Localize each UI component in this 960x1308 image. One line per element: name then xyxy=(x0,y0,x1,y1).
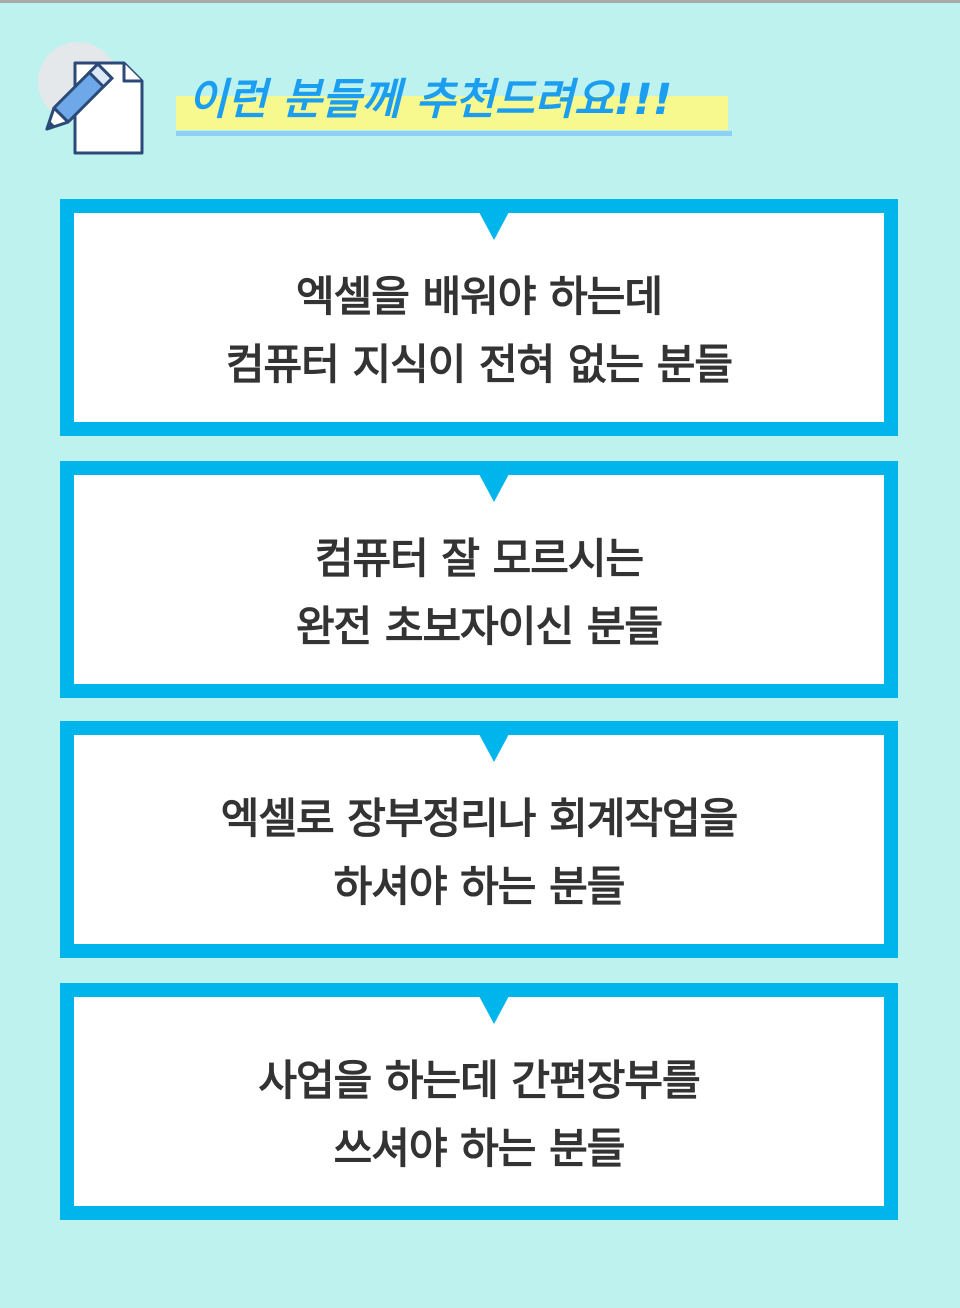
recommendation-card-2: 컴퓨터 잘 모르시는 완전 초보자이신 분들 xyxy=(60,461,898,698)
section-heading: 이런 분들께 추천드려요!!! xyxy=(176,68,732,140)
card-line-2: 완전 초보자이신 분들 xyxy=(295,602,663,651)
card-line-2: 쓰셔야 하는 분들 xyxy=(333,1124,626,1173)
recommendation-card-1: 엑셀을 배워야 하는데 컴퓨터 지식이 전혀 없는 분들 xyxy=(60,199,898,436)
recommendation-card-3: 엑셀로 장부정리나 회계작업을 하셔야 하는 분들 xyxy=(60,721,898,958)
card-notch-icon xyxy=(479,996,509,1024)
top-divider xyxy=(0,0,960,3)
card-notch-icon xyxy=(479,474,509,502)
heading-highlight xyxy=(176,96,728,130)
card-text: 컴퓨터 잘 모르시는 완전 초보자이신 분들 xyxy=(74,525,884,661)
card-line-2: 컴퓨터 지식이 전혀 없는 분들 xyxy=(225,340,733,389)
card-line-1: 사업을 하는데 간편장부를 xyxy=(258,1056,700,1105)
card-notch-icon xyxy=(479,734,509,762)
card-notch-icon xyxy=(479,212,509,240)
card-text: 사업을 하는데 간편장부를 쓰셔야 하는 분들 xyxy=(74,1047,884,1183)
document-pencil-icon xyxy=(28,38,158,163)
heading-underline xyxy=(176,131,732,136)
card-text: 엑셀을 배워야 하는데 컴퓨터 지식이 전혀 없는 분들 xyxy=(74,263,884,399)
recommendation-card-4: 사업을 하는데 간편장부를 쓰셔야 하는 분들 xyxy=(60,983,898,1220)
card-line-1: 컴퓨터 잘 모르시는 xyxy=(314,534,644,583)
card-line-1: 엑셀을 배워야 하는데 xyxy=(295,272,663,321)
card-line-1: 엑셀로 장부정리나 회계작업을 xyxy=(220,794,739,843)
card-text: 엑셀로 장부정리나 회계작업을 하셔야 하는 분들 xyxy=(74,785,884,921)
heading-text: 이런 분들께 추천드려요!!! xyxy=(188,75,673,125)
card-line-2: 하셔야 하는 분들 xyxy=(333,862,626,911)
